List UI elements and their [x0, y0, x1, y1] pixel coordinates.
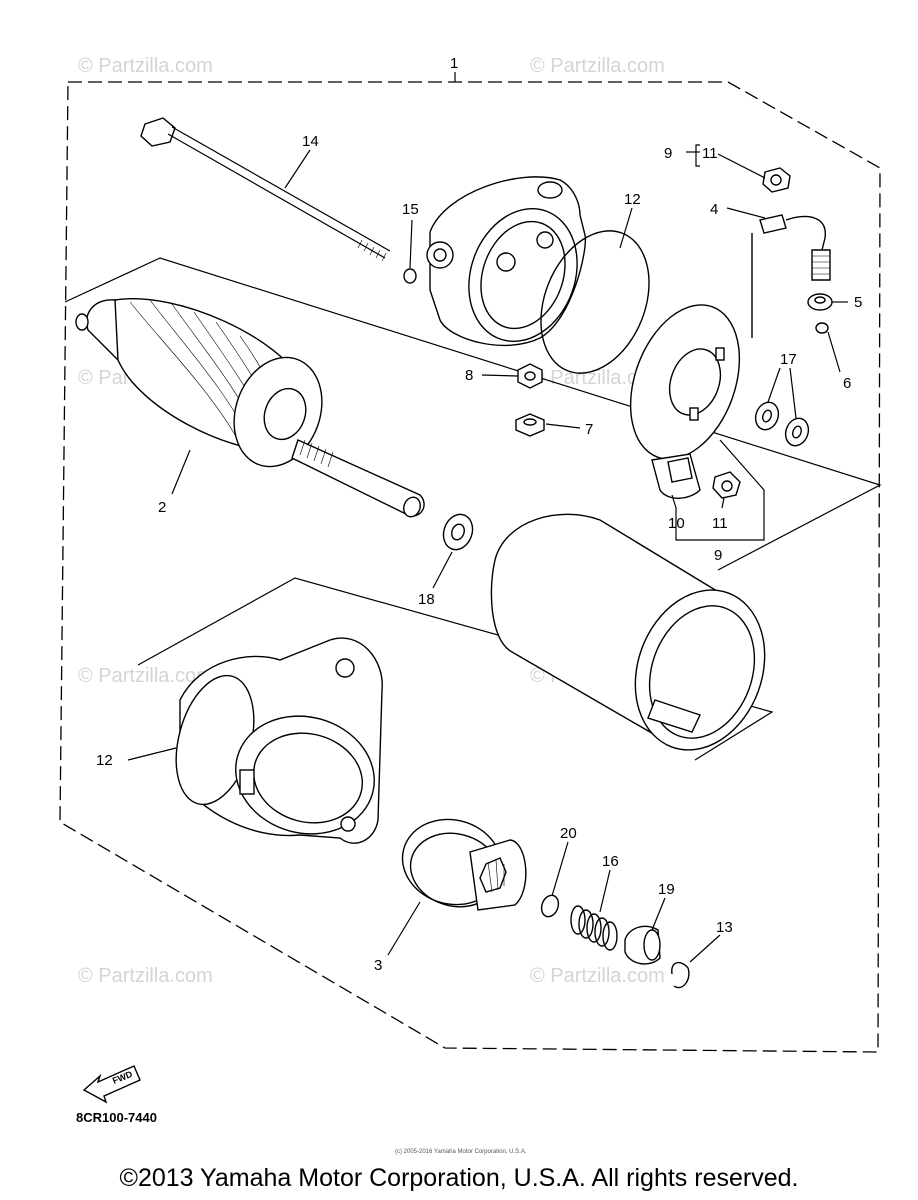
- o-ring-12-top: [540, 230, 650, 374]
- yoke: [490, 513, 766, 751]
- watermark-2: © Partzilla.com: [530, 55, 665, 77]
- nut-5: [807, 293, 833, 311]
- callout-9-top: 9: [664, 145, 672, 162]
- callout-8: 8: [465, 367, 473, 384]
- terminal-nut-11-top: [762, 167, 791, 193]
- nut-7: [515, 413, 545, 437]
- callout-17: 17: [780, 351, 797, 368]
- watermark-4: © Partzilla.com: [530, 367, 665, 389]
- callout-12-left: 12: [96, 752, 113, 769]
- callout-7: 7: [585, 421, 593, 438]
- callout-14: 14: [302, 133, 319, 150]
- assembly-boundary: [59, 81, 881, 1053]
- washer-18: [442, 513, 474, 551]
- callout-5: 5: [854, 294, 862, 311]
- circlip-13: [671, 961, 690, 989]
- callout-6: 6: [843, 375, 851, 392]
- armature-2: [75, 298, 425, 518]
- watermark-5: © Partzilla.com: [78, 665, 213, 687]
- callout-10: 10: [668, 515, 685, 532]
- through-bolt: [140, 117, 391, 262]
- callout-16: 16: [602, 853, 619, 870]
- fwd-arrow-icon: FWD: [82, 1065, 141, 1104]
- callout-1: 1: [450, 55, 458, 72]
- diagram-code: 8CR100-7440: [76, 1110, 157, 1125]
- brush-lead-4: [751, 214, 831, 338]
- callout-13: 13: [716, 919, 733, 936]
- o-ring-15: [403, 268, 417, 284]
- copyright-notice: ©2013 Yamaha Motor Corporation, U.S.A. A…: [120, 1164, 799, 1192]
- callout-numbers: 1 2 3 4 5 6 7 8 9 9 10 11 11 12 12 13 14…: [96, 55, 862, 974]
- callout-12-top: 12: [624, 191, 641, 208]
- spring-16: [570, 905, 618, 951]
- insulator-10: [651, 453, 701, 499]
- nut-11-bottom: [712, 471, 741, 499]
- watermark-7: © Partzilla.com: [78, 965, 213, 987]
- o-ring-6: [815, 322, 829, 334]
- brush-plate: [629, 304, 741, 460]
- front-cover: [175, 637, 383, 844]
- washer-20: [540, 894, 560, 918]
- rear-cover: [426, 176, 587, 347]
- washers-17: [754, 401, 810, 447]
- small-copyright: (c) 2005-2016 Yamaha Motor Corporation, …: [395, 1149, 527, 1155]
- watermark-1: © Partzilla.com: [78, 55, 213, 77]
- callout-11-top: 11: [702, 145, 718, 162]
- callout-19: 19: [658, 881, 675, 898]
- callout-4: 4: [710, 201, 718, 218]
- callout-15: 15: [402, 201, 419, 218]
- callout-9-bottom: 9: [714, 547, 722, 564]
- callout-2: 2: [158, 499, 166, 516]
- callout-18: 18: [418, 591, 435, 608]
- watermark-8: © Partzilla.com: [530, 965, 665, 987]
- nut-8: [517, 363, 543, 389]
- collar-19: [624, 925, 661, 965]
- leader-lines: [127, 72, 848, 963]
- pinion-clutch-3: [401, 818, 527, 911]
- callout-11-bottom: 11: [712, 515, 728, 532]
- callout-20: 20: [560, 825, 577, 842]
- callout-3: 3: [374, 957, 382, 974]
